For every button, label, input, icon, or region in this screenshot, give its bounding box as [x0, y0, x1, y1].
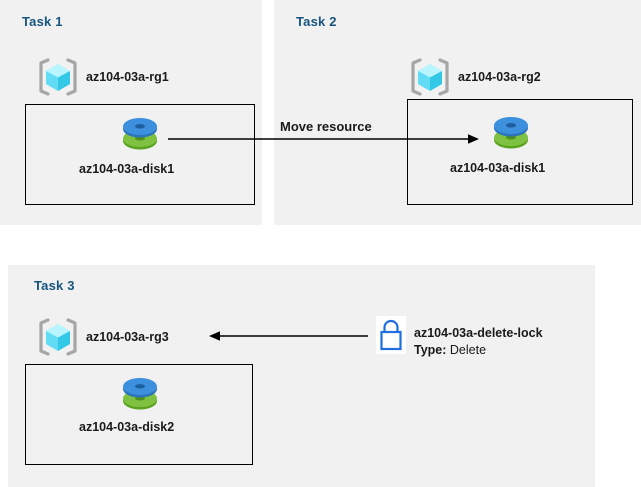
task-2-panel [274, 0, 641, 225]
task-1-disk-label: az104-03a-disk1 [79, 162, 175, 176]
task-2-title: Task 2 [296, 14, 337, 29]
task-3-title: Task 3 [34, 278, 75, 293]
managed-disk-icon [119, 114, 161, 154]
delete-lock-name: az104-03a-delete-lock [414, 326, 543, 340]
managed-disk-icon [490, 113, 532, 153]
delete-lock-arrow [209, 331, 368, 341]
task-1-title: Task 1 [22, 14, 63, 29]
task-2-resource-group-label: az104-03a-rg2 [458, 70, 541, 84]
task-1-resource-group-label: az104-03a-rg1 [86, 70, 169, 84]
task-3-inner-box [25, 364, 253, 465]
move-resource-label: Move resource [280, 119, 372, 134]
delete-lock-type-key: Type: [414, 343, 447, 357]
task-1-inner-box [25, 104, 255, 205]
resource-group-icon [36, 316, 80, 358]
lock-icon [376, 316, 406, 354]
delete-lock-type: Type: Delete [414, 343, 486, 357]
managed-disk-icon [119, 374, 161, 414]
move-resource-arrow [168, 134, 479, 144]
task-2-inner-box [407, 99, 633, 205]
resource-group-icon [408, 56, 452, 98]
task-3-disk-label: az104-03a-disk2 [79, 420, 175, 434]
task-3-resource-group-label: az104-03a-rg3 [86, 330, 169, 344]
task-3-panel [8, 265, 595, 487]
task-1-panel [0, 0, 262, 225]
task-2-disk-label: az104-03a-disk1 [450, 161, 546, 175]
delete-lock-type-value: Delete [449, 343, 487, 357]
resource-group-icon [36, 56, 80, 98]
